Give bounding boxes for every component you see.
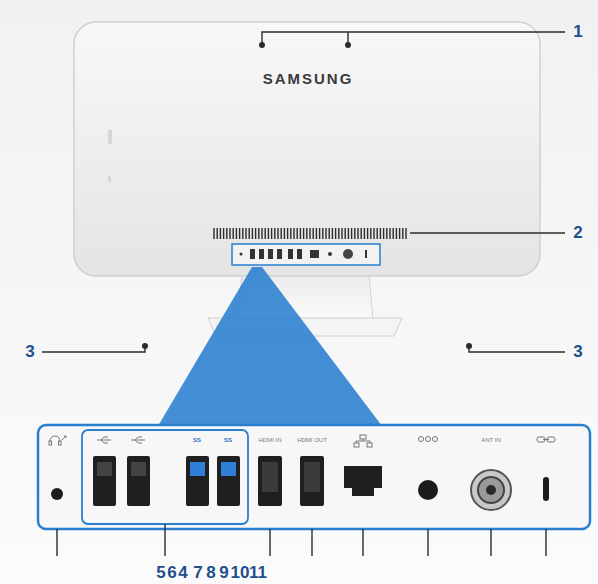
zoom-panel — [38, 425, 590, 529]
port-strip-icons — [240, 249, 368, 259]
side-button — [108, 130, 112, 144]
antenna-jack — [486, 485, 496, 495]
usb-group-outline — [82, 430, 248, 524]
dc-jack — [418, 480, 438, 500]
lan-icon — [354, 435, 372, 447]
callout-number: 8 — [206, 563, 215, 583]
audio-jack — [51, 488, 63, 500]
callout-number: 6 — [167, 563, 176, 583]
headset-icon — [49, 436, 66, 445]
security-slot — [543, 477, 549, 501]
usb-icon — [97, 437, 145, 443]
callout-number: 9 — [219, 563, 228, 583]
leader-dot — [259, 42, 265, 48]
callout-number: 1 — [573, 22, 582, 42]
callout-number: 7 — [193, 563, 202, 583]
side-button — [108, 176, 111, 182]
dc-icon — [419, 437, 438, 442]
hdmi-ports — [258, 456, 324, 506]
leader-lines — [57, 524, 546, 556]
leader-dot — [345, 42, 351, 48]
callout-number: 11 — [249, 563, 267, 583]
lan-port — [344, 466, 382, 496]
zoom-wedge — [158, 267, 382, 426]
port-strip — [232, 244, 380, 265]
callout-number: 5 — [156, 563, 165, 583]
antenna-jack — [471, 470, 511, 510]
vent-grill — [214, 228, 406, 239]
leader-lines — [42, 32, 565, 352]
monitor-back — [74, 22, 540, 276]
port-label: HDMI OUT — [297, 437, 327, 443]
brand-logo: SAMSUNG — [263, 70, 354, 87]
hdmi-port-inner — [262, 462, 320, 492]
port-label: ANT IN — [481, 437, 501, 443]
port-label: SS — [193, 437, 201, 443]
callout-number: 4 — [178, 563, 187, 583]
port-label: HDMI IN — [259, 437, 282, 443]
callout-number: 2 — [573, 223, 582, 243]
callout-number: 10 — [231, 563, 250, 583]
antenna-jack — [478, 477, 504, 503]
usb-ports — [93, 456, 240, 506]
callout-number: 3 — [573, 342, 582, 362]
callout-number: 3 — [25, 342, 34, 362]
lock-icon — [537, 437, 555, 442]
port-label: SS — [224, 437, 232, 443]
